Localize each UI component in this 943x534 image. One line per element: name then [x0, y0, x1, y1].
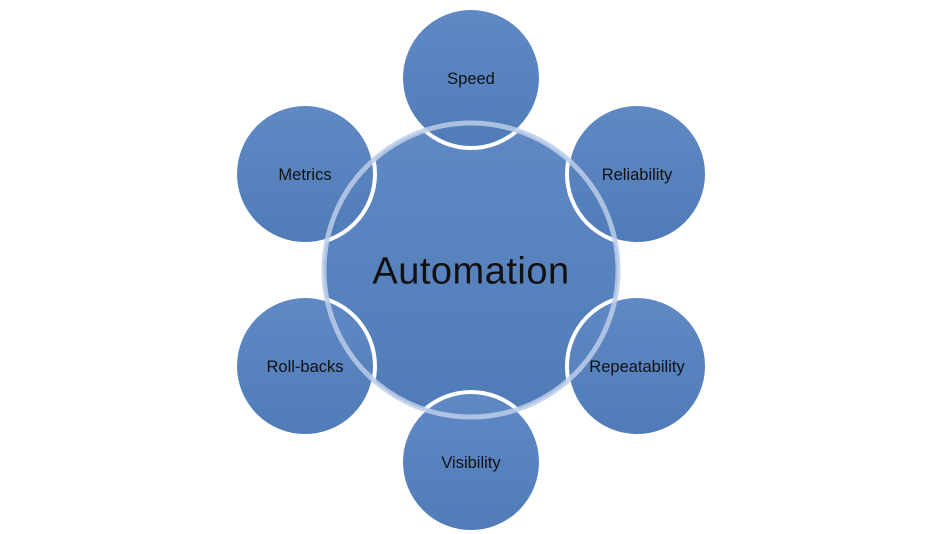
node-label-speed: Speed: [447, 70, 495, 88]
node-circle-repeatability: [565, 294, 709, 438]
node-label-visibility: Visibility: [441, 454, 501, 472]
node-circle-roll-backs: [233, 294, 377, 438]
center-circle-ring: [321, 120, 621, 420]
node-circle-speed: [399, 6, 543, 150]
center-label: Automation: [372, 250, 569, 292]
node-label-repeatability: Repeatability: [589, 358, 685, 376]
node-label-metrics: Metrics: [278, 166, 331, 184]
node-label-roll-backs: Roll-backs: [266, 358, 343, 376]
node-circle-visibility: [399, 390, 543, 534]
node-circle-metrics: [233, 102, 377, 246]
center-circle: [324, 123, 618, 417]
node-circle-reliability: [565, 102, 709, 246]
node-label-reliability: Reliability: [602, 166, 673, 184]
